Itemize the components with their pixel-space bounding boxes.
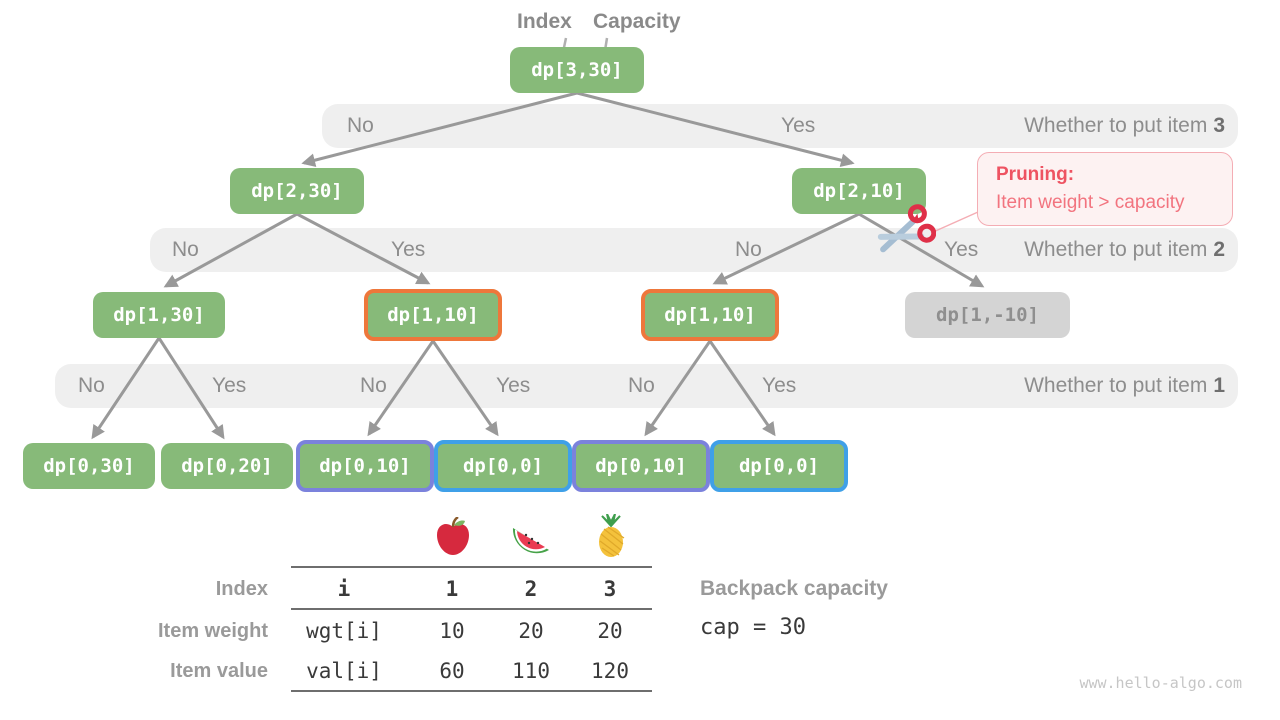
dp-node: dp[0,20] [161, 443, 293, 489]
pruning-connector-line [930, 211, 979, 234]
pruning-detail: Item weight > capacity [996, 192, 1185, 213]
apple-icon [437, 517, 469, 555]
table-row-label-value: Item value [170, 660, 268, 682]
band-title-text: Whether to put item [1024, 114, 1208, 137]
capacity-label: Capacity [593, 10, 681, 33]
table-cell: val[i] [306, 659, 382, 683]
band-title-text: Whether to put item [1024, 374, 1208, 397]
dp-node: dp[1,30] [93, 292, 225, 338]
tree-edge-cut [858, 212, 985, 288]
choice-label: Yes [781, 114, 816, 137]
tree-edge [712, 212, 860, 285]
table-row-label-index: Index [215, 578, 268, 600]
table-cell: 110 [512, 659, 550, 683]
choice-label: No [735, 238, 762, 261]
choice-label: No [347, 114, 374, 137]
tree-edge [157, 337, 225, 440]
choice-label: No [628, 374, 655, 397]
table-cell: i [337, 577, 351, 601]
band-title-item-number: 1 [1213, 374, 1225, 397]
dp-node-highlighted: dp[0,10] [296, 440, 434, 492]
table-cell: 120 [591, 659, 629, 683]
pineapple-icon [599, 514, 625, 557]
dp-node: dp[2,10] [792, 168, 926, 214]
watermark: www.hello-algo.com [1079, 674, 1242, 692]
table-rule-top [291, 566, 652, 568]
dp-node-highlighted: dp[1,10] [641, 289, 779, 341]
scissors-icon [877, 204, 936, 253]
table-cell: 2 [524, 577, 538, 601]
backpack-capacity-value: cap = 30 [700, 615, 806, 640]
tree-edge [431, 340, 499, 437]
tree-edge [296, 212, 431, 285]
backpack-capacity-label: Backpack capacity [700, 577, 888, 600]
dp-node-highlighted: dp[1,10] [364, 289, 502, 341]
band-item-2 [150, 228, 1238, 272]
choice-label: No [360, 374, 387, 397]
tree-edge [708, 340, 776, 437]
tree-edge [301, 91, 578, 167]
tree-edge [367, 340, 435, 437]
choice-label: Yes [762, 374, 797, 397]
choice-label: No [172, 238, 199, 261]
dp-node-highlighted: dp[0,0] [710, 440, 848, 492]
band-item-3 [322, 104, 1238, 148]
dp-node: dp[2,30] [230, 168, 364, 214]
tree-edge [644, 340, 712, 437]
dp-node-highlighted: dp[0,0] [434, 440, 572, 492]
dp-node-pruned: dp[1,-10] [905, 292, 1070, 338]
index-label: Index [517, 10, 572, 33]
choice-label: Yes [944, 238, 979, 261]
dp-node-highlighted: dp[0,10] [572, 440, 710, 492]
table-rule-bottom [291, 690, 652, 692]
choice-label: Yes [496, 374, 531, 397]
choice-label: No [78, 374, 105, 397]
pruning-callout: Pruning: Item weight > capacity [977, 152, 1233, 226]
table-cell: 60 [439, 659, 465, 683]
band-title-text: Whether to put item [1024, 238, 1208, 261]
table-cell: 1 [445, 577, 459, 601]
watermelon-icon [512, 528, 549, 554]
dp-node-root: dp[3,30] [510, 47, 644, 93]
band-item-1 [55, 364, 1238, 408]
dp-node: dp[0,30] [23, 443, 155, 489]
table-rule-middle [291, 608, 652, 610]
choice-label: Yes [391, 238, 426, 261]
table-cell: 20 [597, 619, 623, 643]
table-cell: 3 [603, 577, 617, 601]
tree-edge [91, 337, 161, 440]
tree-edge [576, 91, 855, 167]
table-cell: wgt[i] [306, 619, 382, 643]
tree-edge [163, 212, 298, 288]
band-title-item-number: 2 [1213, 238, 1225, 261]
pruning-title: Pruning: [996, 164, 1075, 185]
band-title-item-number: 3 [1213, 114, 1225, 137]
choice-label: Yes [212, 374, 247, 397]
table-cell: 10 [439, 619, 465, 643]
table-row-label-weight: Item weight [157, 620, 268, 642]
table-cell: 20 [518, 619, 544, 643]
